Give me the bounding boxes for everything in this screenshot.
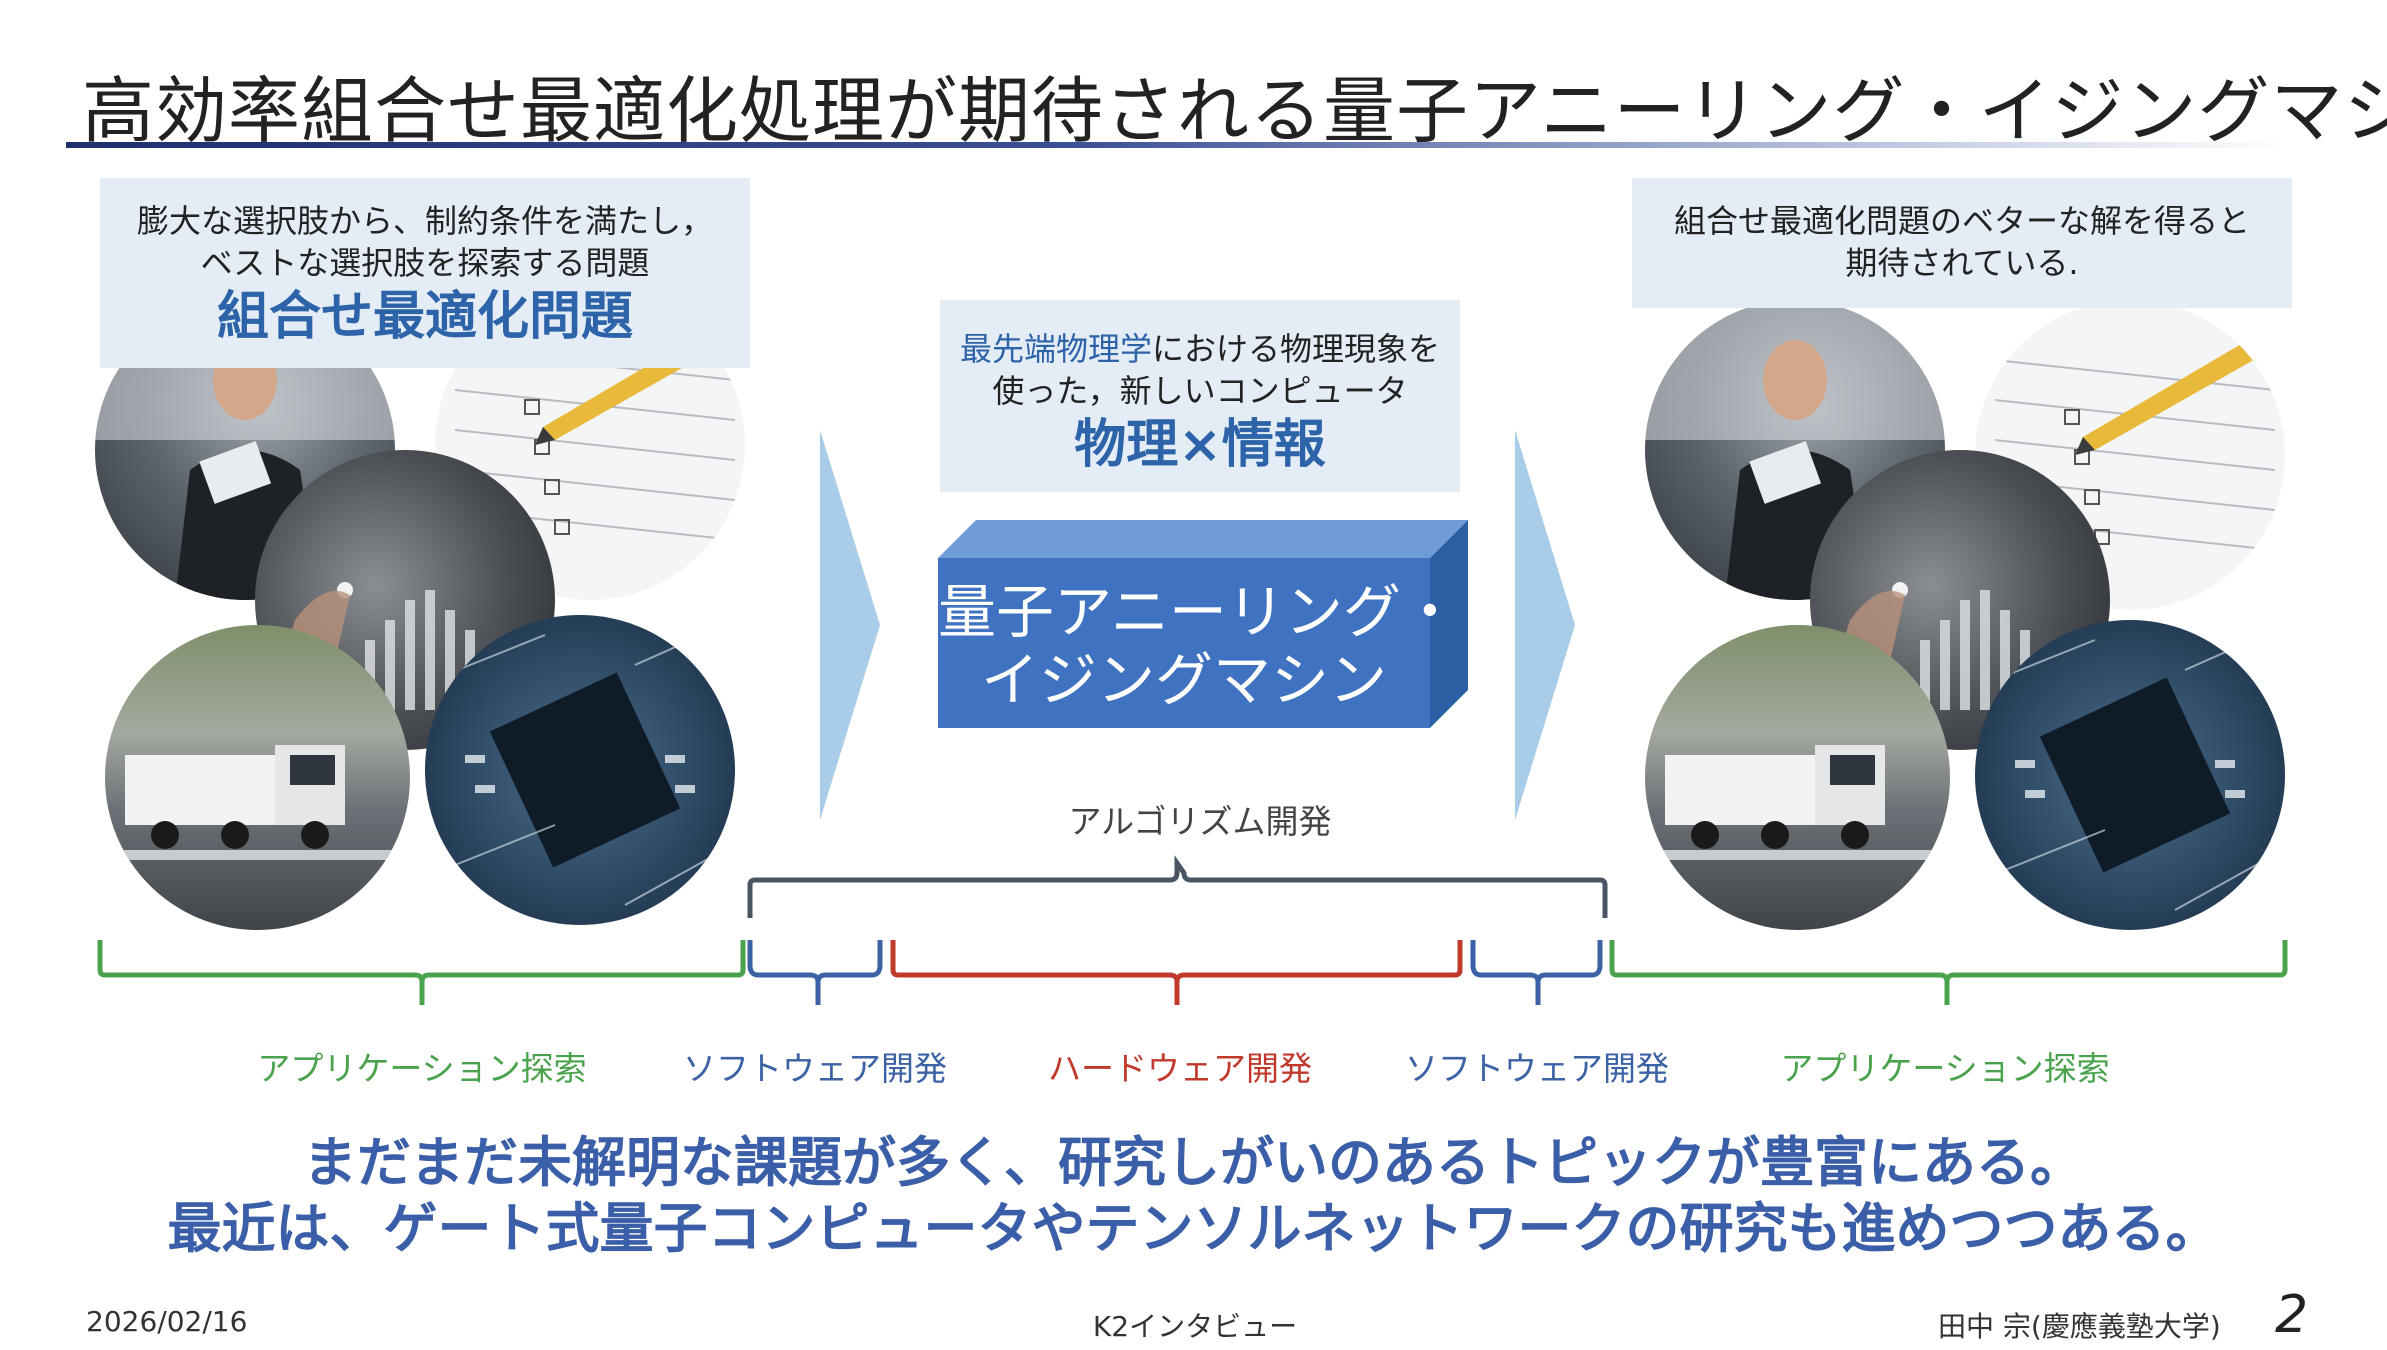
center-panel-line2: 使った，新しいコンピュータ [992,372,1408,410]
photo-circuit-board [425,615,735,925]
left-panel-line2: ベストな選択肢を探索する問題 [200,244,650,282]
hard-brace [890,940,1463,1005]
photo-circuit-board [1975,620,2285,930]
left-arrow [820,430,880,820]
app-left-brace [97,940,746,1005]
center-physics-panel: 最先端物理学における物理現象を 使った，新しいコンピュータ 物理×情報 [940,300,1460,492]
label-soft-right: ソフトウェア開発 [1405,1049,1669,1088]
footer-date: 2026/02/16 [86,1305,248,1338]
algorithm-brace [747,855,1608,918]
photo-truck [105,625,410,930]
left-problem-panel: 膨大な選択肢から、制約条件を満たし， ベストな選択肢を探索する問題 組合せ最適化… [100,178,750,368]
label-app-right: アプリケーション探索 [1780,1049,2110,1088]
center-panel-line1-rest: における物理現象を [1152,330,1441,368]
label-app-left: アプリケーション探索 [257,1049,587,1088]
machine-box-label: 量子アニーリング・ イジングマシン [938,578,1459,714]
center-panel-highlight: 最先端物理学 [959,330,1152,368]
message-line2: 最近は、ゲート式量子コンピュータやテンソルネットワークの研究も進めつつある。 [167,1197,2220,1260]
machine-box-3d [938,520,1468,728]
page-number: 2 [2275,1285,2309,1345]
label-soft-left: ソフトウェア開発 [683,1049,947,1088]
right-panel-line2: 期待されている. [1845,244,2079,282]
soft-left-brace [747,940,883,1005]
message-line1: まだまだ未解明な課題が多く、研究しがいのあるトピックが豊富にある。 [303,1131,2084,1194]
slide-title: 高効率組合せ最適化処理が期待される量子アニーリング・イジングマシン [82,69,2387,153]
left-panel-line1: 膨大な選択肢から、制約条件を満たし， [136,202,713,240]
machine-box-line1: 量子アニーリング・ [938,578,1459,646]
machine-box-line2: イジングマシン [980,646,1387,714]
footer-author: 田中 宗(慶應義塾大学) [1938,1310,2221,1343]
braces [97,855,2288,1005]
footer-center: K2インタビュー [1092,1310,1298,1343]
bottom-message: まだまだ未解明な課題が多く、研究しがいのあるトピックが豊富にある。 最近は、ゲー… [0,1130,2387,1262]
right-arrow [1515,430,1575,820]
title-underline [66,142,2288,148]
app-right-brace [1609,940,2288,1005]
soft-right-brace [1470,940,1603,1005]
right-result-panel: 組合せ最適化問題のベターな解を得ると 期待されている. [1632,178,2292,308]
right-image-cluster [1645,300,2305,950]
left-panel-heading: 組合せ最適化問題 [216,287,633,347]
algorithm-label: アルゴリズム開発 [1068,802,1332,841]
label-hard: ハードウェア開発 [1048,1049,1312,1088]
center-panel-heading: 物理×情報 [1074,415,1326,475]
right-panel-line1: 組合せ最適化問題のベターな解を得ると [1673,202,2250,240]
photo-truck [1645,625,1950,930]
